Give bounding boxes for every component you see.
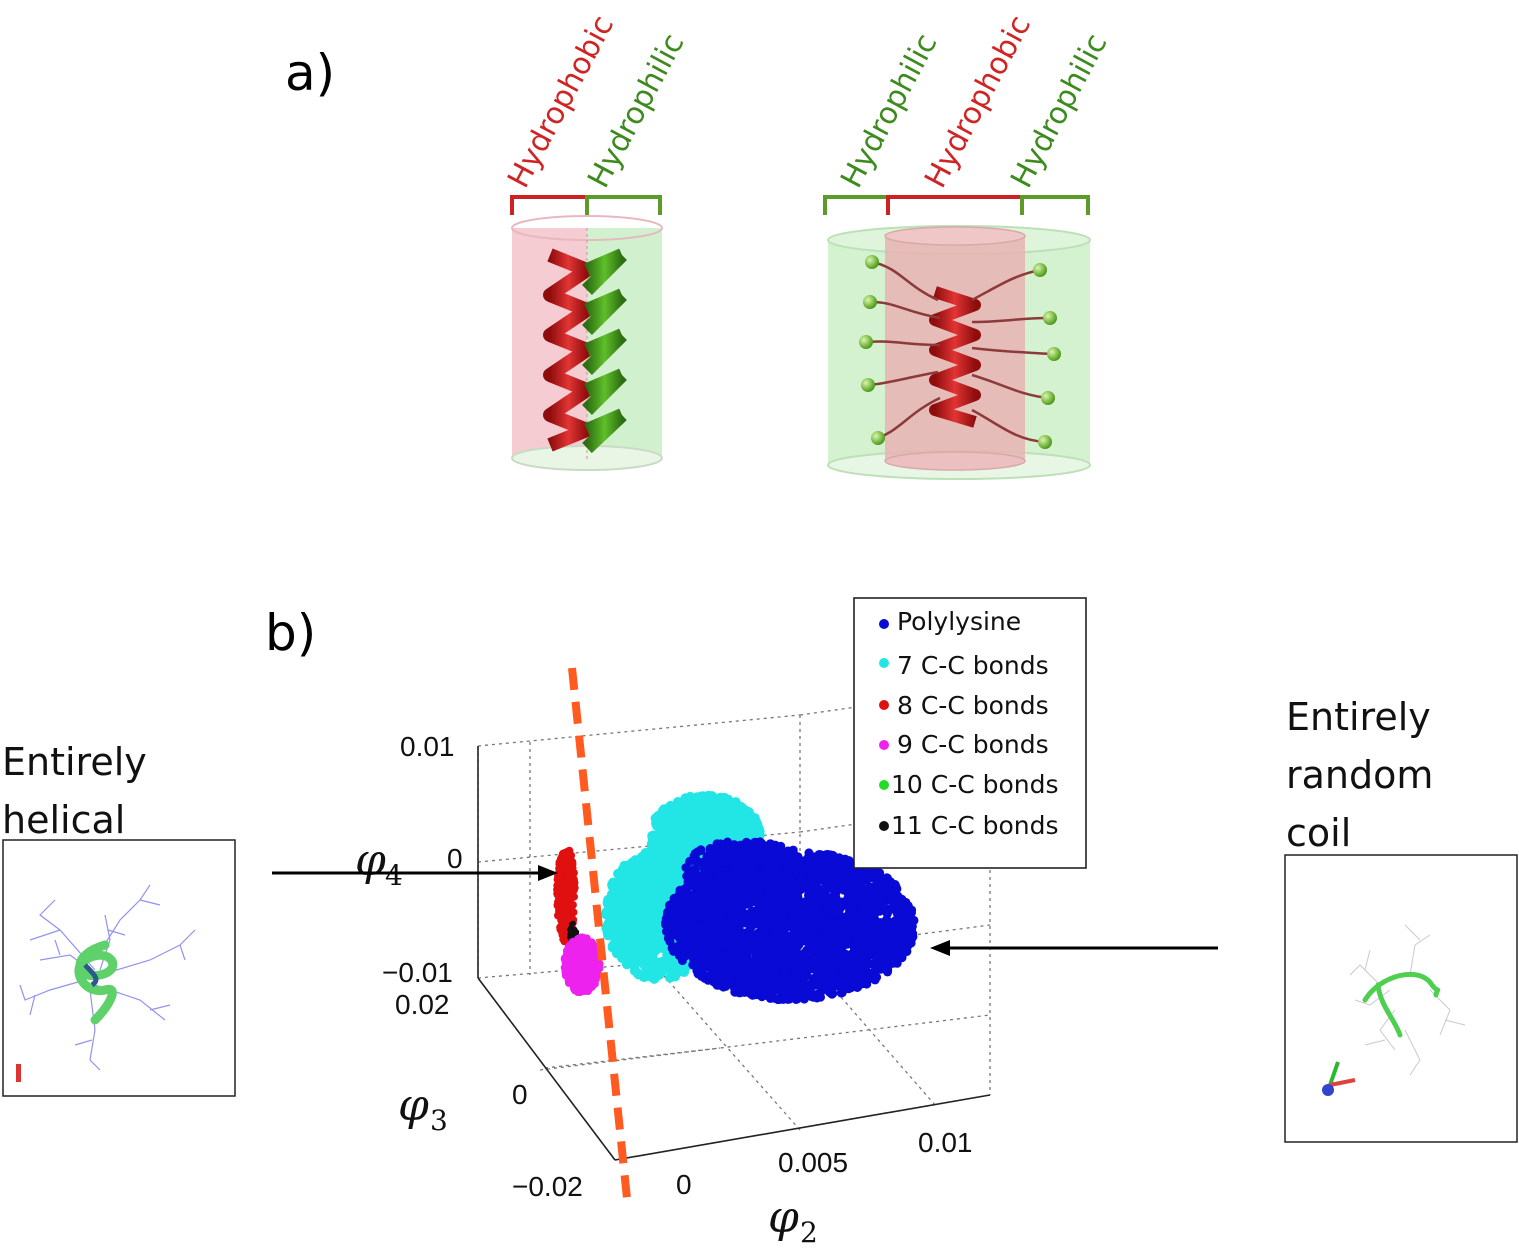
legend-marker (879, 658, 889, 668)
legend-entry-3: 9 C-C bonds (879, 730, 1049, 759)
phi2-axis-label: φ 2 (768, 1192, 818, 1249)
inset-corner-marker (16, 1064, 21, 1082)
arrow-to-random-coil (930, 940, 1218, 956)
panel-a-label: a) (285, 44, 335, 102)
cluster-9-cc-bonds (560, 933, 604, 996)
phi2-tick-1: 0.005 (778, 1147, 848, 1178)
legend-label: 8 C-C bonds (897, 691, 1049, 720)
left-caption-line1: Entirely (2, 740, 147, 784)
cluster-polylysine-top (681, 837, 809, 905)
coil-ribbon (1362, 971, 1441, 1038)
scatter-cloud (553, 790, 919, 1005)
legend-entry-4: 10 C-C bonds (879, 770, 1059, 799)
bracket-hydrophilic-left (823, 195, 890, 215)
bracket-hydrophobic (510, 195, 589, 215)
legend-entry-0: Polylysine (879, 607, 1021, 636)
legend-label: 11 C-C bonds (891, 811, 1059, 840)
legend-marker (879, 700, 889, 710)
phi4-tick-0: 0.01 (400, 731, 455, 762)
bracket-hydrophilic (585, 195, 662, 215)
phi4-tick-1: 0 (447, 843, 463, 874)
phi2-tick-0: 0 (676, 1169, 692, 1200)
phi3-tick-0: 0.02 (395, 989, 450, 1020)
legend: Polylysine 7 C-C bonds 8 C-C bonds 9 C-C… (853, 597, 1087, 869)
legend-marker (879, 619, 889, 629)
right-caption-line1: Entirely (1286, 695, 1431, 739)
legend-entry-2: 8 C-C bonds (879, 691, 1049, 720)
legend-label: 10 C-C bonds (891, 770, 1059, 799)
hydrophilic-beads (859, 255, 1061, 449)
left-caption-line2: helical (2, 798, 125, 842)
right-cylinder: Hydrophilic Hydrophobic Hydrophilic (823, 10, 1114, 480)
left-cylinder: Hydrophobic Hydrophilic (501, 10, 691, 471)
helical-ribbon (74, 940, 118, 1025)
phi3-axis-label: φ 3 (398, 1080, 448, 1137)
legend-entry-5: 11 C-C bonds (879, 811, 1059, 840)
phi4-axis-label: φ 4 (355, 835, 403, 892)
legend-label: 9 C-C bonds (897, 730, 1049, 759)
legend-marker (879, 821, 889, 831)
helical-ribbon-shade (83, 963, 99, 988)
axis-triad-icon (1322, 1061, 1356, 1096)
phi4-tick-2: −0.01 (382, 957, 453, 988)
left-helix (543, 248, 627, 454)
phi2-tick-2: 0.01 (918, 1127, 973, 1158)
right-caption-line2: random (1286, 753, 1433, 797)
bracket-hydrophobic-center (886, 195, 1024, 215)
phase-divider-line (568, 667, 632, 1209)
legend-label: 7 C-C bonds (897, 651, 1049, 680)
legend-label: Polylysine (897, 607, 1021, 636)
panel-b-label: b) (265, 604, 316, 662)
phi3-tick-1: 0 (512, 1079, 528, 1110)
legend-marker (879, 780, 889, 790)
bracket-hydrophilic-right (1020, 195, 1090, 215)
random-coil-inset (1284, 854, 1518, 1143)
helical-structure-inset (2, 839, 236, 1097)
arrow-to-helical (272, 865, 558, 881)
legend-marker (879, 740, 889, 750)
phi3-tick-2: −0.02 (512, 1171, 583, 1202)
plot-3d-axes (477, 746, 991, 1161)
right-caption-line3: coil (1286, 811, 1351, 855)
right-helix (929, 286, 981, 428)
legend-entry-1: 7 C-C bonds (879, 651, 1049, 680)
legend-box (853, 597, 1087, 869)
